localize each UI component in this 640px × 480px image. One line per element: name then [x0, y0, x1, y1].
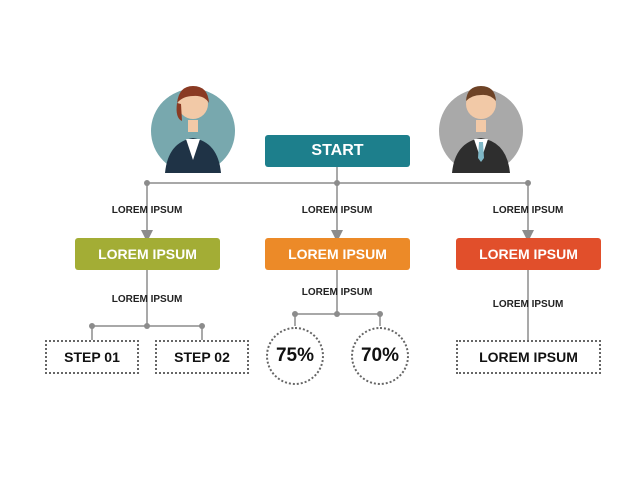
middle-box: LOREM IPSUM [265, 238, 410, 270]
left-box-label: LOREM IPSUM [98, 246, 197, 262]
start-label: START [311, 142, 364, 159]
branch-label-left: LOREM IPSUM [111, 205, 183, 216]
left-lower-connectors [91, 270, 203, 340]
middle-box-label: LOREM IPSUM [288, 246, 387, 262]
right-box-label: LOREM IPSUM [479, 246, 578, 262]
businesswoman-avatar-icon [151, 86, 235, 173]
start-box: START [265, 135, 410, 167]
step-label-1: STEP 01 [64, 349, 120, 365]
percent-circle-2: 70% [351, 327, 409, 385]
step-label-2: STEP 02 [174, 349, 230, 365]
branch-label-right: LOREM IPSUM [492, 205, 564, 216]
step-box-2: STEP 02 [155, 340, 249, 374]
final-right-box: LOREM IPSUM [456, 340, 601, 374]
left-lower-dots [89, 323, 205, 329]
under-label-right: LOREM IPSUM [492, 299, 564, 310]
businessman-avatar-icon [439, 86, 523, 173]
percent-circle-1: 75% [266, 327, 324, 385]
middle-lower-connectors [294, 270, 381, 326]
branch-label-middle: LOREM IPSUM [301, 205, 373, 216]
percent-value-2: 70% [360, 345, 400, 366]
right-box: LOREM IPSUM [456, 238, 601, 270]
top-connector-lines [141, 167, 534, 242]
under-label-left: LOREM IPSUM [111, 294, 183, 305]
under-label-middle: LOREM IPSUM [301, 287, 373, 298]
top-junction-dots [144, 180, 531, 186]
left-box: LOREM IPSUM [75, 238, 220, 270]
step-box-1: STEP 01 [45, 340, 139, 374]
final-right-label: LOREM IPSUM [479, 349, 578, 365]
middle-lower-dots [292, 311, 383, 317]
percent-value-1: 75% [275, 345, 315, 366]
